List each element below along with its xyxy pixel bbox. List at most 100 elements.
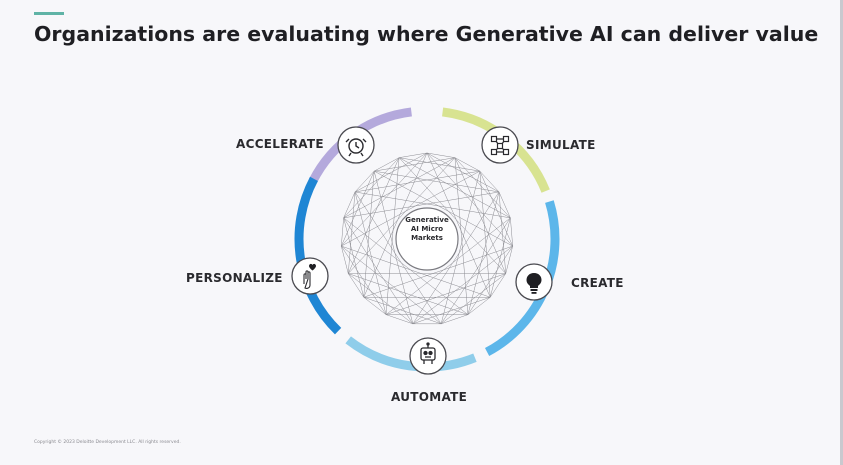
mesh-line bbox=[348, 157, 400, 274]
mesh-line bbox=[343, 217, 414, 324]
mesh-line bbox=[354, 191, 511, 219]
accelerate-label: ACCELERATE bbox=[236, 137, 324, 151]
mesh-line bbox=[385, 273, 506, 315]
center-label: Generative AI Micro Markets bbox=[392, 216, 462, 243]
simulate-node[interactable] bbox=[481, 126, 519, 164]
robot-icon bbox=[420, 342, 436, 364]
mesh-line bbox=[412, 245, 513, 325]
simulate-label: SIMULATE bbox=[526, 138, 596, 152]
mesh-line bbox=[354, 170, 480, 193]
mesh-line bbox=[374, 170, 500, 193]
mesh-line bbox=[374, 157, 400, 172]
mesh-line bbox=[399, 157, 480, 172]
mesh-line bbox=[363, 297, 387, 315]
mesh-line bbox=[363, 152, 428, 298]
mesh-line bbox=[341, 171, 375, 247]
mesh-line bbox=[490, 217, 511, 298]
mesh-line bbox=[441, 273, 506, 325]
alarm-clock-icon bbox=[345, 138, 367, 157]
center-label-line-1: Generative bbox=[405, 216, 449, 224]
ring-segment-personalize bbox=[294, 176, 342, 335]
mesh-line bbox=[385, 157, 400, 315]
mesh-line bbox=[343, 157, 456, 219]
mesh-line bbox=[467, 297, 491, 315]
mesh-line bbox=[347, 191, 356, 274]
mesh-line bbox=[385, 314, 413, 325]
mesh-line bbox=[348, 273, 469, 315]
mesh-line bbox=[498, 191, 511, 218]
mesh-line bbox=[354, 191, 442, 324]
mesh-line bbox=[412, 297, 491, 325]
mesh-line bbox=[398, 157, 511, 219]
mesh-line bbox=[341, 170, 480, 247]
automate-label: AUTOMATE bbox=[391, 390, 468, 404]
mesh-line bbox=[479, 171, 513, 247]
mesh-line bbox=[426, 152, 491, 298]
mesh-line bbox=[343, 157, 400, 219]
mesh-line bbox=[373, 171, 414, 324]
slide-title: Organizations are evaluating where Gener… bbox=[34, 22, 819, 46]
mesh-line bbox=[354, 170, 375, 193]
mesh-line bbox=[343, 217, 469, 315]
mesh-line bbox=[354, 191, 387, 315]
title-accent-line bbox=[34, 12, 64, 15]
mesh-line bbox=[343, 191, 500, 219]
mesh-line bbox=[479, 171, 491, 298]
mesh-line bbox=[454, 157, 480, 172]
mesh-line bbox=[498, 191, 507, 274]
mesh-line bbox=[354, 152, 428, 193]
personalize-label: PERSONALIZE bbox=[186, 271, 283, 285]
mesh-line bbox=[341, 245, 491, 298]
mesh-line bbox=[341, 245, 442, 325]
mesh-line bbox=[467, 191, 500, 315]
mesh-line bbox=[341, 246, 349, 274]
create-label: CREATE bbox=[571, 276, 624, 290]
mesh-line bbox=[479, 170, 500, 193]
mesh-line bbox=[341, 152, 428, 247]
mesh-line bbox=[348, 273, 364, 298]
mesh-line bbox=[454, 157, 469, 315]
mesh-line bbox=[510, 217, 513, 247]
mesh-line bbox=[440, 217, 511, 324]
mesh-line bbox=[343, 217, 364, 298]
mesh-line bbox=[363, 297, 442, 325]
center-label-line-2: AI Micro bbox=[410, 225, 444, 233]
mesh-line bbox=[505, 246, 513, 274]
mesh-line bbox=[385, 217, 511, 315]
mesh-line bbox=[467, 245, 513, 315]
create-node[interactable] bbox=[515, 263, 553, 301]
mesh-line bbox=[399, 152, 428, 158]
mesh-line bbox=[412, 191, 500, 324]
mesh-line bbox=[348, 157, 456, 274]
mesh-line bbox=[426, 152, 455, 158]
mesh-line bbox=[363, 245, 513, 298]
center-circle bbox=[395, 207, 459, 271]
mesh-line bbox=[426, 152, 500, 193]
mesh-line bbox=[454, 157, 506, 274]
ring-segment-automate bbox=[345, 336, 477, 372]
lightbulb-icon bbox=[526, 273, 542, 294]
copyright-footer: Copyright © 2023 Deloitte Development LL… bbox=[34, 440, 181, 445]
mesh-line bbox=[426, 152, 513, 247]
mesh-line bbox=[374, 157, 455, 172]
mesh-line bbox=[441, 314, 469, 325]
mesh-line bbox=[341, 217, 344, 247]
personalize-node[interactable] bbox=[291, 257, 329, 295]
hand-heart-icon bbox=[303, 263, 316, 289]
network-nodes-icon bbox=[490, 135, 510, 156]
mesh-line bbox=[454, 157, 511, 219]
mesh-line bbox=[374, 170, 513, 247]
mesh-line bbox=[363, 171, 375, 298]
mesh-line bbox=[348, 273, 413, 325]
mesh-line bbox=[440, 171, 481, 324]
mesh-line bbox=[343, 191, 356, 218]
mesh-line bbox=[398, 157, 506, 274]
automate-node[interactable] bbox=[409, 337, 447, 375]
mesh-line bbox=[341, 245, 387, 315]
mesh-network bbox=[341, 152, 513, 325]
center-label-line-3: Markets bbox=[411, 234, 443, 242]
mesh-line bbox=[490, 273, 506, 298]
accelerate-node[interactable] bbox=[337, 126, 375, 164]
